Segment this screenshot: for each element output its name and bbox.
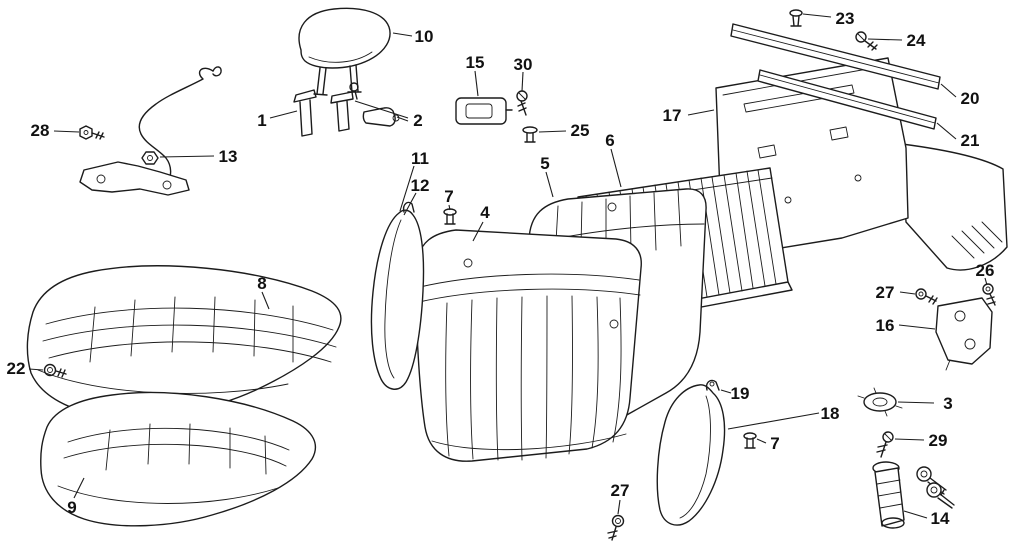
part-label-25: 25 xyxy=(571,121,590,140)
part-number-labels: 1 2 3 4 5 6 7 7 8 9 10 11 12 13 14 15 16… xyxy=(7,9,995,528)
screw-24-drawing xyxy=(855,31,878,51)
lock-cylinder-drawing xyxy=(872,461,955,529)
part-label-29: 29 xyxy=(929,431,948,450)
part-label-4: 4 xyxy=(480,203,490,222)
part-label-15: 15 xyxy=(466,53,485,72)
clip-7a-drawing xyxy=(443,208,457,225)
diagram-line-art xyxy=(26,7,1008,541)
part-label-7b: 7 xyxy=(770,434,779,453)
part-label-22: 22 xyxy=(7,359,26,378)
seat-back-drawing xyxy=(415,229,642,462)
part-label-21: 21 xyxy=(961,131,980,150)
support-wire-drawing xyxy=(79,66,222,196)
part-label-17: 17 xyxy=(663,106,682,125)
part-label-11: 11 xyxy=(411,149,429,168)
part-label-26: 26 xyxy=(976,261,995,280)
part-label-20: 20 xyxy=(961,89,980,108)
seat-cushion-trim-drawing xyxy=(40,391,317,527)
part-label-27a: 27 xyxy=(876,283,895,302)
trim-rail-upper-drawing xyxy=(730,23,941,90)
body-panel-extension-drawing xyxy=(901,143,1008,271)
part-label-9: 9 xyxy=(67,498,76,517)
part-label-30: 30 xyxy=(514,55,533,74)
headrest-guide-lock-drawing xyxy=(330,82,400,132)
bolt-28-drawing xyxy=(79,125,105,140)
headrest-drawing xyxy=(298,7,391,96)
clip-7b-drawing xyxy=(743,432,757,449)
headrest-guide-drawing xyxy=(293,89,317,137)
part-label-7a: 7 xyxy=(444,187,453,206)
leader-lines xyxy=(28,13,988,519)
bolt-22-drawing xyxy=(43,363,67,378)
bolt-27a-drawing xyxy=(915,288,938,305)
part-label-28: 28 xyxy=(31,121,50,140)
part-label-23: 23 xyxy=(836,9,855,28)
part-label-5: 5 xyxy=(540,154,549,173)
bolt-26-drawing xyxy=(982,283,996,306)
part-label-2: 2 xyxy=(413,111,422,130)
part-label-24: 24 xyxy=(907,31,926,50)
screw-29-drawing xyxy=(876,431,894,458)
trim-rail-lower-drawing xyxy=(757,69,937,130)
striker-bracket-drawing xyxy=(935,297,993,371)
part-label-19: 19 xyxy=(731,384,750,403)
part-label-13: 13 xyxy=(219,147,238,166)
clip-nut-drawing xyxy=(522,126,538,143)
bolt-27b-drawing xyxy=(607,514,625,541)
clip-fastener-drawing xyxy=(789,9,803,27)
part-label-3: 3 xyxy=(943,394,952,413)
grommet-drawing xyxy=(857,387,903,417)
part-label-12: 12 xyxy=(411,176,430,195)
part-label-27b: 27 xyxy=(611,481,630,500)
part-label-8: 8 xyxy=(257,274,266,293)
part-label-18: 18 xyxy=(821,404,840,423)
side-bolster-right-drawing xyxy=(656,379,726,526)
latch-drawing xyxy=(455,97,513,125)
part-label-6: 6 xyxy=(605,131,614,150)
part-label-10: 10 xyxy=(415,27,434,46)
part-label-1: 1 xyxy=(257,111,266,130)
part-label-16: 16 xyxy=(876,316,895,335)
part-label-14: 14 xyxy=(931,509,950,528)
side-bolster-left-drawing xyxy=(370,201,425,390)
screw-30-drawing xyxy=(516,90,528,116)
